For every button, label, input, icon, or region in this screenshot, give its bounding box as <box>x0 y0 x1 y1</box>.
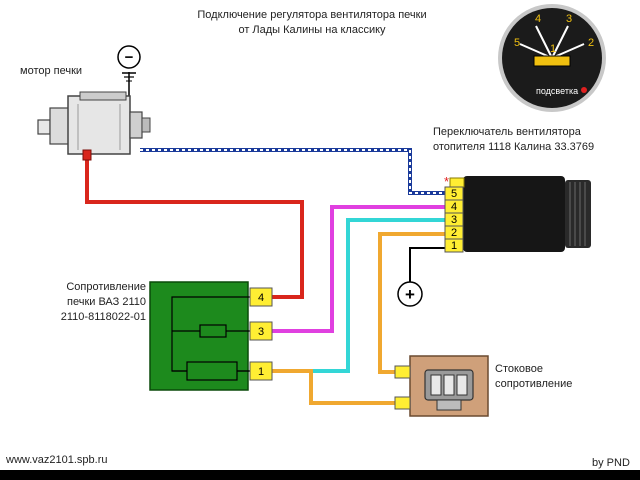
fan-switch <box>449 176 591 252</box>
switch-backlight-terminal <box>449 177 465 188</box>
dial-pos-3: 3 <box>566 13 572 25</box>
resistor-pin-3-terminal <box>249 321 273 341</box>
resistor-pin-4: 4 <box>258 292 264 304</box>
dial-pos-1: 1 <box>550 43 556 55</box>
title-line-1: Подключение регулятора вентилятора печки <box>197 9 426 21</box>
wire-red <box>85 160 304 299</box>
wire-orange-lower <box>272 369 400 405</box>
motor-label: мотор печки <box>20 65 82 77</box>
stock-resistor <box>409 355 489 417</box>
dial-tick <box>551 25 569 59</box>
dial-tick <box>535 25 553 59</box>
resistor-pin-3: 3 <box>258 326 264 338</box>
footer-website: www.vaz2101.spb.ru <box>5 454 108 466</box>
resistor-label-line-3: 2110-8118022-01 <box>61 311 146 323</box>
plus-terminal: + <box>397 281 423 307</box>
dial-knob-pointer <box>533 55 571 67</box>
ground-minus-icon: − <box>125 49 134 66</box>
resistor-element-large <box>186 361 238 381</box>
stock-resistor-top-terminal <box>394 365 411 379</box>
dial-pos-4: 4 <box>535 13 541 25</box>
stock-resistor-label-line-1: Стоковое <box>495 363 543 375</box>
switch-pin-1: 1 <box>451 240 457 252</box>
backlight-led-icon <box>581 87 587 93</box>
resistor-label-line-2: печки ВАЗ 2110 <box>67 296 146 308</box>
title-line-2: от Лады Калины на классику <box>238 24 386 36</box>
footer-author: by PND <box>592 457 630 469</box>
wiring-diagram: Подключение регулятора вентилятора печки… <box>5 4 630 469</box>
switch-pin-2: 2 <box>451 227 457 239</box>
stock-resistor-label-line-2: сопротивление <box>495 378 572 390</box>
resistor-label-line-1: Сопротивление <box>66 281 146 293</box>
plus-icon: + <box>405 285 415 304</box>
switch-star-marker: * <box>444 174 449 189</box>
switch-pin-4: 4 <box>451 201 457 213</box>
ground-symbol: − <box>117 45 141 82</box>
wire-black-plus <box>409 247 445 282</box>
wire-blue-dash <box>140 149 445 194</box>
wire-magenta <box>272 205 445 333</box>
resistor-element-small <box>199 324 227 338</box>
wire-orange-upper <box>378 232 445 374</box>
resistor-pin-1: 1 <box>258 366 264 378</box>
heater-motor <box>37 91 151 161</box>
resistor-pin-4-terminal <box>249 287 273 307</box>
switch-pin-1-terminal <box>444 238 464 253</box>
wire-blue <box>140 148 445 195</box>
switch-label-line-1: Переключатель вентилятора <box>433 126 582 138</box>
resistor-block-2110 <box>149 281 250 391</box>
fan-switch-dial: подсветка <box>498 4 606 112</box>
switch-pin-3: 3 <box>451 214 457 226</box>
resistor-pin-1-terminal <box>249 361 273 381</box>
bottom-bar <box>0 470 640 480</box>
dial-backlight-label: подсветка <box>536 86 578 96</box>
stock-resistor-bottom-terminal <box>394 396 411 410</box>
dial-pos-5: 5 <box>514 37 520 49</box>
switch-label-line-2: отопителя 1118 Калина 33.3769 <box>433 141 594 153</box>
dial-pos-2: 2 <box>588 37 594 49</box>
switch-pin-5: 5 <box>451 188 457 200</box>
